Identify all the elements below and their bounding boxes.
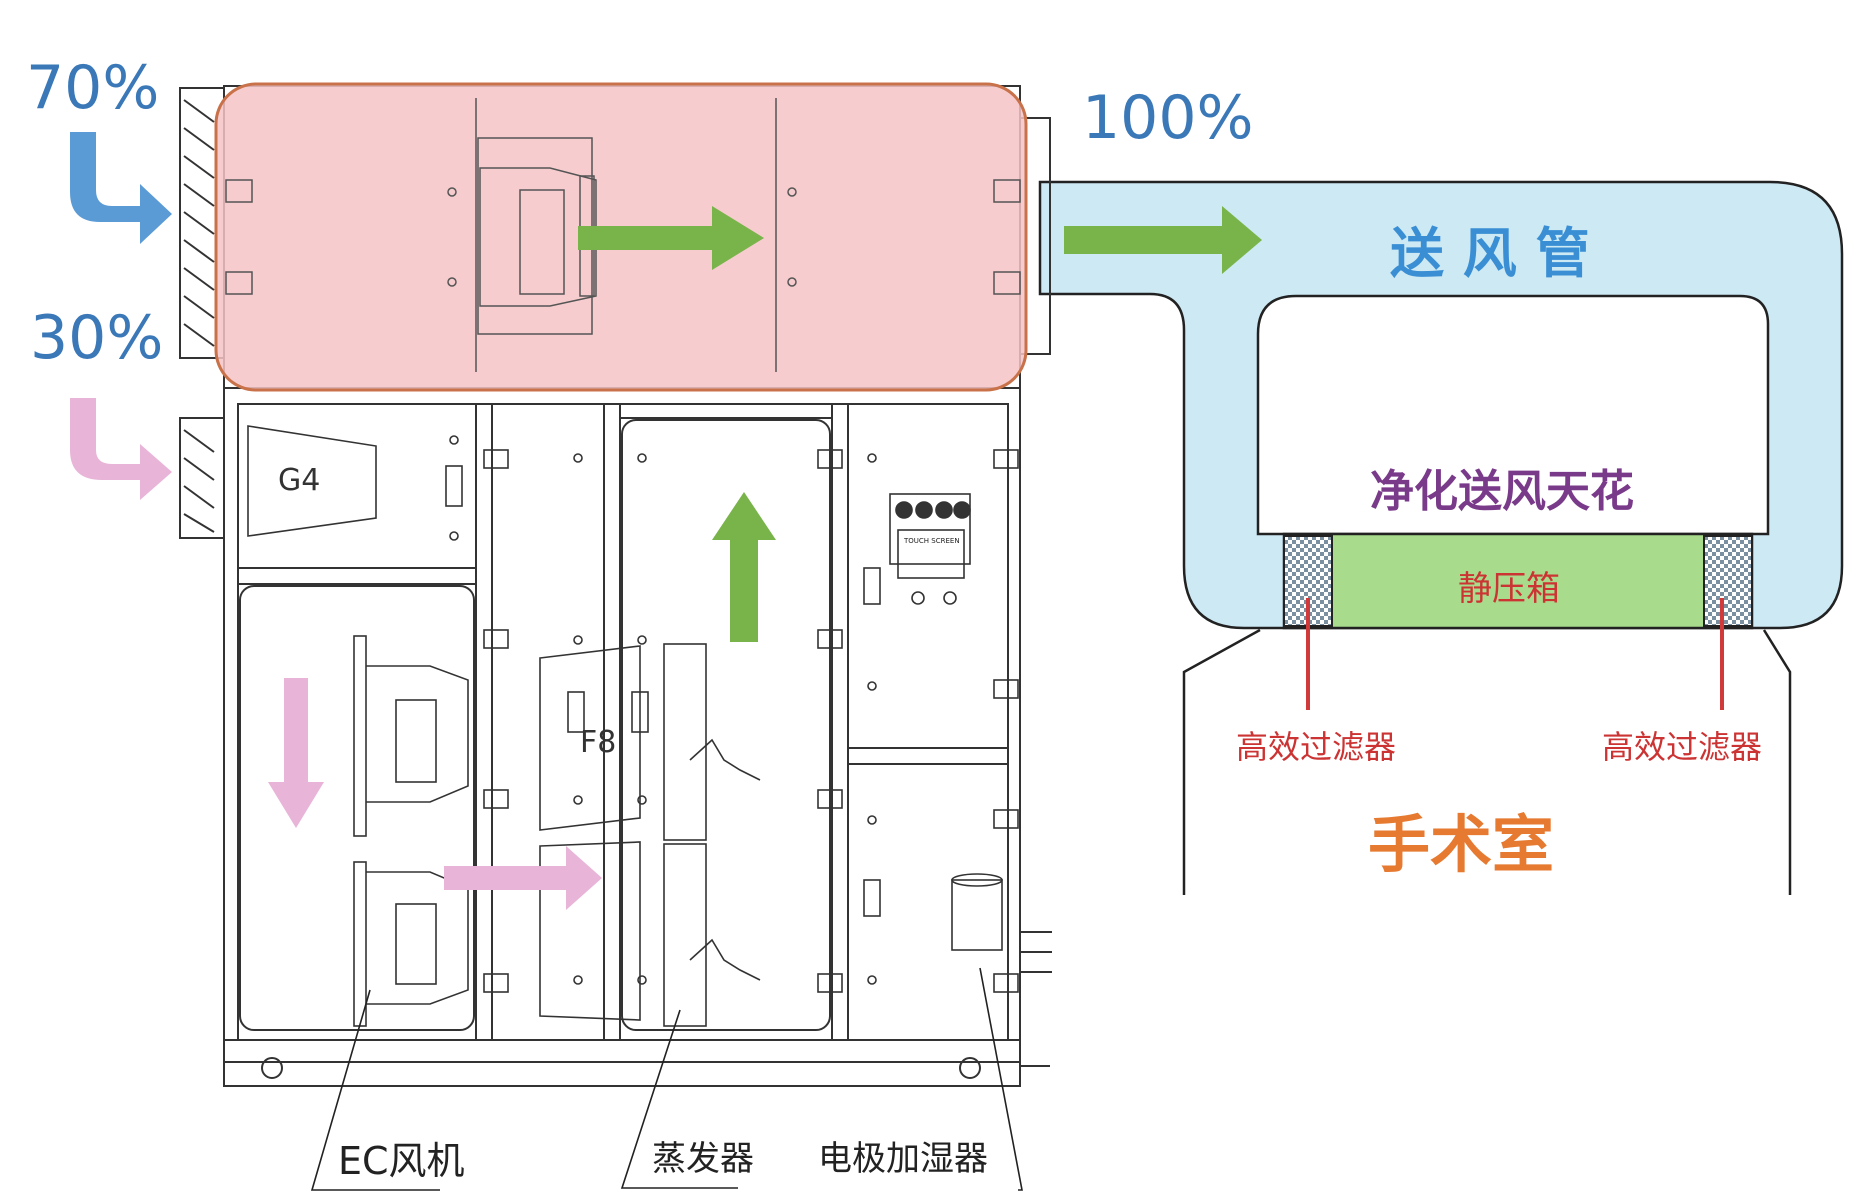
touch-screen-label: TOUCH SCREEN	[903, 537, 960, 545]
operating-room-wall-right	[1762, 629, 1792, 895]
hepa-filter-right	[1703, 535, 1753, 627]
fresh-air-arrow	[70, 398, 172, 500]
air-handling-unit	[179, 85, 1052, 1087]
supply-flow-arrow	[1064, 206, 1262, 274]
operating-room-wall-left	[1182, 628, 1261, 895]
f8-filter-label: F8	[580, 725, 616, 760]
return-air-percentage: 70%	[26, 53, 159, 123]
static-pressure-box	[1282, 532, 1754, 630]
recirc-flow-arrow	[578, 206, 764, 270]
hepa-right-label: 高效过滤器	[1602, 728, 1762, 766]
operating-room-label: 手术室	[1368, 808, 1554, 881]
unit-components	[247, 425, 1019, 1027]
upward-flow-arrow	[712, 492, 776, 642]
callout-lines	[310, 967, 1023, 1191]
ceiling-label: 净化送风天花	[1370, 466, 1634, 517]
evaporator-label: 蒸发器	[652, 1139, 754, 1179]
humidifier-label: 电极加湿器	[818, 1139, 988, 1179]
supply-duct-label: 送 风 管	[1390, 222, 1590, 285]
fresh-air-percentage: 30%	[30, 303, 163, 373]
ec-fan-label: EC风机	[338, 1139, 465, 1183]
supply-air-percentage: 100%	[1082, 83, 1254, 153]
down-flow-arrow	[268, 678, 324, 828]
plenum-label: 静压箱	[1458, 569, 1560, 609]
hepa-left-label: 高效过滤器	[1236, 728, 1396, 766]
mixed-air-arrow	[444, 846, 602, 910]
supply-duct	[1038, 180, 1844, 630]
g4-filter-label: G4	[278, 463, 320, 498]
return-air-arrow	[70, 132, 172, 244]
